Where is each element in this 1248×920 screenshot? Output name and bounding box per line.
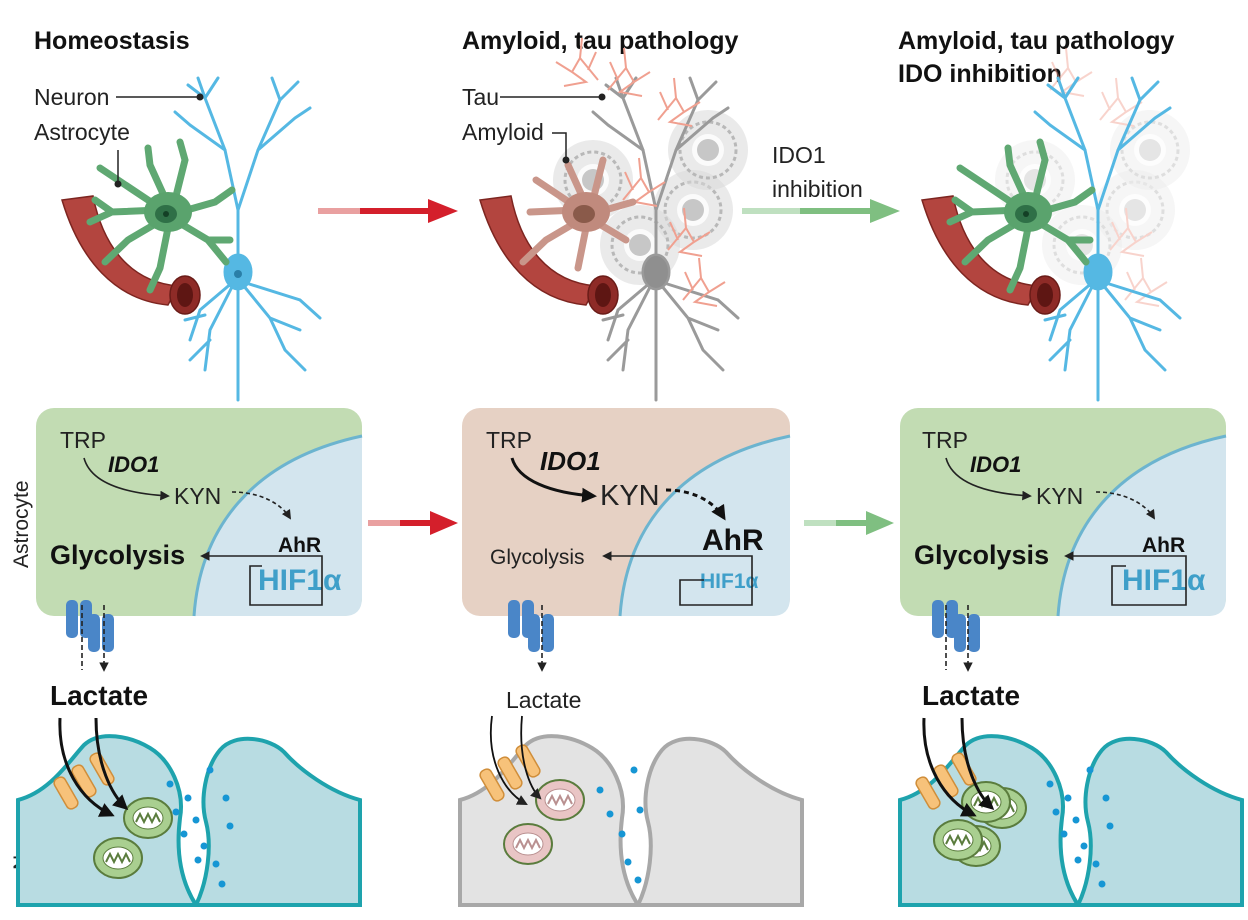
- glycolysis-label: Glycolysis: [50, 540, 185, 570]
- side-label-astrocyte: Astrocyte: [10, 480, 33, 568]
- astrocyte-box-inhibition: TRP IDO1 KYN AhR HIF1α Glycolysis: [900, 408, 1227, 617]
- lactate-export-pathology: Lactate: [506, 600, 581, 713]
- kyn-label: KYN: [600, 480, 660, 512]
- nucleus: [194, 436, 362, 616]
- transporter: [954, 614, 980, 652]
- mitochondrion: [535, 779, 585, 821]
- panel-title-inhibition: Amyloid, tau pathology: [898, 27, 1174, 55]
- ahr-label: AhR: [702, 524, 764, 557]
- transporter: [88, 614, 114, 652]
- label-astrocyte: Astrocyte: [34, 119, 130, 145]
- mitochondrion: [123, 797, 173, 839]
- cell-illustration-homeostasis: [61, 76, 322, 402]
- astrocyte-box-pathology: TRP IDO1 KYN AhR HIF1α Glycolysis: [462, 408, 791, 617]
- kyn-label: KYN: [174, 483, 221, 509]
- lactate-label: Lactate: [506, 687, 581, 713]
- lactate-label: Lactate: [50, 680, 148, 711]
- cell-illustration-pathology: [479, 37, 750, 402]
- panel-title-pathology: Amyloid, tau pathology: [462, 27, 738, 55]
- hif1a-label: HIF1α: [1122, 564, 1206, 597]
- lactate-export-inhibition: Lactate: [922, 600, 1020, 711]
- cell-illustration-inhibition: [921, 47, 1192, 402]
- glycolysis-label: Glycolysis: [490, 546, 585, 569]
- mitochondrion: [93, 837, 143, 879]
- mitochondrion: [933, 819, 983, 861]
- synapse-inhibition: [898, 717, 1244, 907]
- label-amyloid: Amyloid: [462, 119, 544, 145]
- label-tau: Tau: [462, 84, 499, 110]
- ido1-label: IDO1: [108, 452, 159, 477]
- vesicles: [1046, 766, 1114, 888]
- glycolysis-label: Glycolysis: [914, 540, 1049, 570]
- arrow-red-middle: [368, 511, 458, 535]
- lactate-transporter: [915, 752, 977, 810]
- nucleus: [620, 436, 790, 616]
- transporter: [528, 614, 554, 652]
- mitochondrion: [503, 823, 553, 865]
- trp-label: TRP: [486, 427, 532, 453]
- kyn-label: KYN: [1036, 483, 1083, 509]
- lactate-label: Lactate: [922, 680, 1020, 711]
- ido1-label: IDO1: [970, 452, 1021, 477]
- vesicles: [596, 766, 644, 884]
- hif1a-label: HIF1α: [700, 570, 759, 593]
- neuron-cell: [173, 76, 322, 402]
- trp-label: TRP: [60, 427, 106, 453]
- lactate-export-homeostasis: Lactate: [50, 600, 148, 711]
- astrocyte-box-homeostasis: TRP IDO1 KYN AhR HIF1α Glycolysis: [36, 408, 363, 617]
- ahr-label: AhR: [278, 534, 321, 557]
- hif1a-label: HIF1α: [258, 564, 342, 597]
- synapse-homeostasis: [16, 717, 362, 907]
- label-neuron: Neuron: [34, 84, 109, 110]
- inhibition-label-line2: inhibition: [772, 176, 863, 202]
- inhibition-label-line1: IDO1: [772, 142, 826, 168]
- nucleus: [1058, 436, 1226, 616]
- panel-title-homeostasis: Homeostasis: [34, 27, 190, 55]
- arrow-green-top: [742, 199, 900, 223]
- arrow-red-top: [318, 199, 458, 223]
- arrow-green-middle: [804, 511, 894, 535]
- panel-subtitle-inhibition: IDO inhibition: [898, 60, 1062, 88]
- vesicles: [166, 766, 234, 888]
- ido1-label: IDO1: [540, 446, 601, 476]
- synapse-pathology: [458, 715, 804, 907]
- trp-label: TRP: [922, 427, 968, 453]
- ahr-label: AhR: [1142, 534, 1185, 557]
